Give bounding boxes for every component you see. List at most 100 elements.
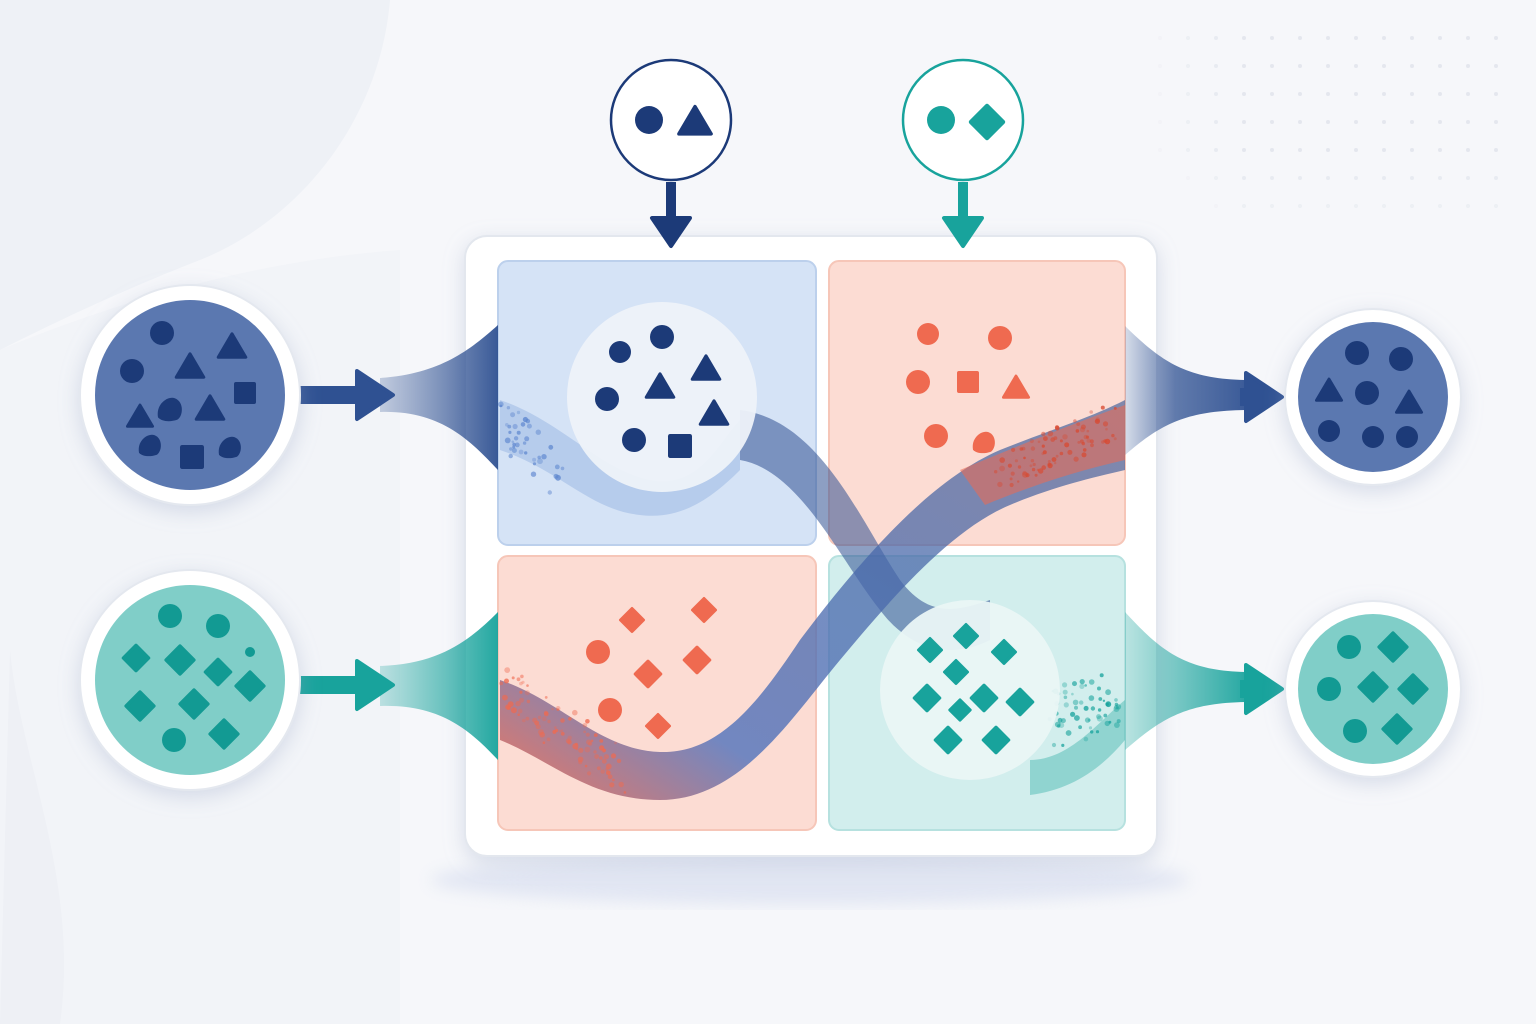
circle-icon [150, 321, 174, 345]
diamond-icon [948, 698, 972, 722]
particle [519, 690, 523, 694]
diamond-icon [943, 659, 969, 685]
grid-dot [1438, 176, 1442, 180]
particle [1079, 439, 1084, 443]
particle [552, 729, 557, 734]
particle [1081, 452, 1087, 458]
particle [1017, 465, 1022, 469]
grid-dot [1466, 64, 1470, 68]
circle-icon [1396, 426, 1418, 448]
diamond-icon [933, 725, 963, 755]
particle [554, 464, 560, 470]
grid-dot [1438, 36, 1442, 40]
particle [1082, 448, 1087, 452]
grid-dot [1242, 36, 1246, 40]
particle [518, 449, 524, 455]
particle [1096, 714, 1102, 720]
circle-icon [622, 428, 646, 452]
triangle-icon [216, 332, 248, 359]
triangle-icon [194, 394, 226, 421]
particle [1009, 482, 1014, 488]
particle [582, 723, 588, 728]
circle-icon [1345, 341, 1369, 365]
particle [507, 701, 514, 707]
particle [525, 418, 531, 424]
particle [537, 715, 542, 720]
particle [568, 717, 572, 721]
particle [1101, 440, 1105, 444]
particle [1031, 467, 1036, 472]
particle [623, 791, 627, 794]
triangle-icon [698, 399, 730, 426]
particle [1041, 431, 1046, 437]
particle [1088, 726, 1093, 730]
particle [515, 700, 521, 707]
particle [606, 770, 611, 776]
particle [507, 424, 512, 429]
particle [1023, 456, 1026, 460]
navy-flow [380, 325, 498, 470]
particle [535, 429, 541, 435]
particle [1115, 704, 1122, 710]
particle [556, 708, 560, 711]
diamond-icon [619, 607, 645, 633]
grid-dot [1466, 204, 1470, 208]
grid-dot [1410, 92, 1414, 96]
particle [584, 746, 591, 753]
triangle-icon [1314, 377, 1344, 402]
particle [1041, 465, 1046, 470]
particle [1097, 686, 1101, 691]
particle [1070, 711, 1076, 717]
grid-dot [1298, 64, 1302, 68]
grid-dot [1494, 36, 1498, 40]
particle [512, 445, 516, 449]
particle [516, 410, 521, 415]
particle [498, 401, 504, 408]
particle [1098, 697, 1103, 701]
particle [1007, 463, 1013, 468]
grid-dot [1270, 120, 1274, 124]
particle [513, 436, 519, 441]
grid-dot [1382, 64, 1386, 68]
grid-dot [1270, 64, 1274, 68]
particle [1009, 477, 1013, 481]
particle [1100, 405, 1105, 410]
particle [1086, 429, 1090, 433]
particle [499, 681, 504, 686]
particle [586, 739, 592, 745]
grid-dot [1270, 36, 1274, 40]
particle [616, 758, 622, 764]
particle [1113, 406, 1117, 410]
particle [1074, 715, 1080, 721]
grid-dot [1494, 92, 1498, 96]
grid-dot [1410, 204, 1414, 208]
diamond-icon [164, 644, 196, 676]
grid-dot [1494, 64, 1498, 68]
teal-key [901, 58, 1025, 182]
particle [520, 674, 524, 679]
square-icon [234, 382, 256, 404]
particle [1055, 425, 1060, 431]
grid-dot [1410, 148, 1414, 152]
grid-panel [430, 235, 1190, 905]
grid-dot [1298, 36, 1302, 40]
grid-dot [1158, 64, 1162, 68]
particle [599, 739, 604, 743]
particle [1064, 442, 1070, 448]
particle [537, 455, 541, 460]
particle [1029, 438, 1034, 444]
particle [1065, 730, 1072, 736]
triangle-icon [174, 352, 206, 379]
grid-dot [1382, 176, 1386, 180]
grid-dot [1298, 120, 1302, 124]
diamond-icon [1397, 673, 1429, 705]
circle-icon [906, 370, 930, 394]
grid-dot [1242, 176, 1246, 180]
particle [601, 758, 607, 764]
particle [532, 457, 537, 462]
particle [1075, 429, 1080, 433]
particle [1073, 419, 1077, 423]
particle [596, 766, 601, 771]
particle [512, 423, 518, 430]
